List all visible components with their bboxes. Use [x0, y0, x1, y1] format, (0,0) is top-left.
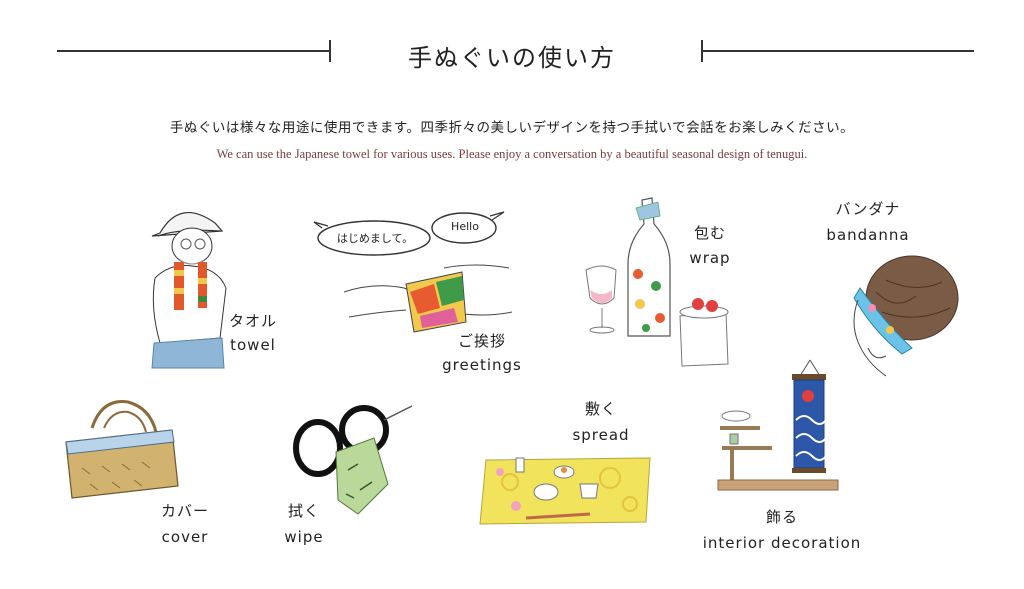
use-interior-decoration-label: 飾る interior decoration [692, 506, 872, 554]
wrapped-bottle-illustration [585, 197, 729, 367]
description-english: We can use the Japanese towel for variou… [216, 147, 808, 161]
table-spread-illustration [479, 457, 651, 525]
woman-bandanna-illustration [853, 255, 959, 377]
page-title: 手ぬぐいの使い方 [408, 44, 616, 72]
use-wrap-ja: 包む [693, 224, 726, 242]
use-wrap-en: wrap [689, 249, 731, 267]
header-rule-left [57, 50, 331, 52]
use-bandanna-ja: バンダナ [835, 200, 901, 218]
use-interior-decoration-en: interior decoration [702, 534, 862, 552]
hanging-scroll-illustration [717, 359, 839, 491]
use-cover-label: カバー cover [155, 500, 215, 548]
use-greetings-label: ご挨拶 greetings [432, 330, 532, 376]
use-bandanna-label: バンダナ bandanna [820, 198, 916, 246]
use-towel-en: towel [230, 336, 276, 354]
use-cover-ja: カバー [160, 502, 209, 520]
speech-bubble-right-text: Hello [451, 220, 479, 233]
header-rule-left-cap [329, 40, 331, 62]
use-wipe-en: wipe [284, 528, 324, 546]
use-wipe-label: 拭く wipe [276, 500, 332, 548]
glasses-wipe-illustration [293, 405, 413, 515]
speech-bubble-left [313, 220, 431, 256]
use-spread-ja: 敷く [584, 400, 617, 418]
use-greetings-ja: ご挨拶 [457, 332, 506, 350]
use-greetings-en: greetings [442, 356, 522, 374]
header-rule-right [702, 50, 974, 52]
use-interior-decoration-ja: 飾る [765, 508, 798, 526]
header-rule-right-cap [701, 40, 703, 62]
basket-cover-illustration [65, 400, 179, 499]
description-japanese: 手ぬぐいは様々な用途に使用できます。四季折々の美しいデザインを持つ手拭いで会話を… [169, 120, 855, 136]
speech-bubble-right [431, 211, 505, 244]
use-wipe-ja: 拭く [287, 502, 320, 520]
use-spread-label: 敷く spread [566, 398, 636, 446]
use-wrap-label: 包む wrap [688, 222, 732, 269]
use-spread-en: spread [572, 426, 630, 444]
handing-gift-illustration [343, 264, 513, 333]
use-towel-ja: タオル [228, 312, 277, 330]
use-bandanna-en: bandanna [826, 226, 910, 244]
use-cover-en: cover [161, 528, 209, 546]
man-with-towel-illustration [151, 212, 227, 369]
speech-bubble-left-text: はじめまして。 [336, 232, 414, 245]
use-towel-label: タオル towel [228, 310, 278, 356]
